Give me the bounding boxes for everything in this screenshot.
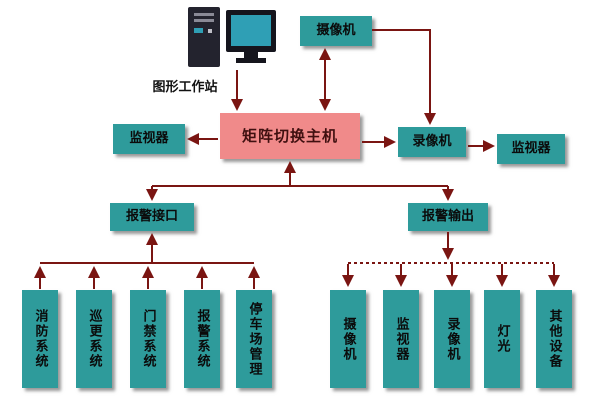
node-out-recorder: 录像机 [434,290,470,388]
node-fire-system: 消防系统 [22,290,58,388]
node-label: 门禁系统 [140,309,156,369]
node-label: 摄像机 [340,316,356,362]
node-label: 监视器 [393,316,409,362]
node-label: 消防系统 [32,309,48,369]
node-monitor-right: 监视器 [497,134,565,164]
node-alarm-output: 报警输出 [408,203,488,231]
node-label: 停车场管理 [246,301,262,377]
node-camera-top: 摄像机 [300,16,372,46]
node-recorder: 录像机 [398,127,466,157]
workstation-icon [186,6,280,72]
node-matrix-host: 矩阵切换主机 [220,113,360,159]
node-out-other: 其他设备 [536,290,572,388]
node-patrol-system: 巡更系统 [76,290,112,388]
node-out-camera: 摄像机 [330,290,366,388]
node-access-system: 门禁系统 [130,290,166,388]
node-out-monitor: 监视器 [383,290,419,388]
node-label: 其他设备 [546,309,562,369]
node-alarm-interface: 报警接口 [110,203,194,231]
workstation-label: 图形工作站 [152,80,218,95]
node-label: 报警系统 [194,309,210,369]
node-alarm-system: 报警系统 [184,290,220,388]
node-label: 巡更系统 [86,309,102,369]
node-label: 录像机 [444,316,460,362]
node-label: 灯光 [494,324,510,354]
node-monitor-left: 监视器 [113,124,185,154]
node-out-lighting: 灯光 [484,290,520,388]
node-parking-management: 停车场管理 [236,290,272,388]
